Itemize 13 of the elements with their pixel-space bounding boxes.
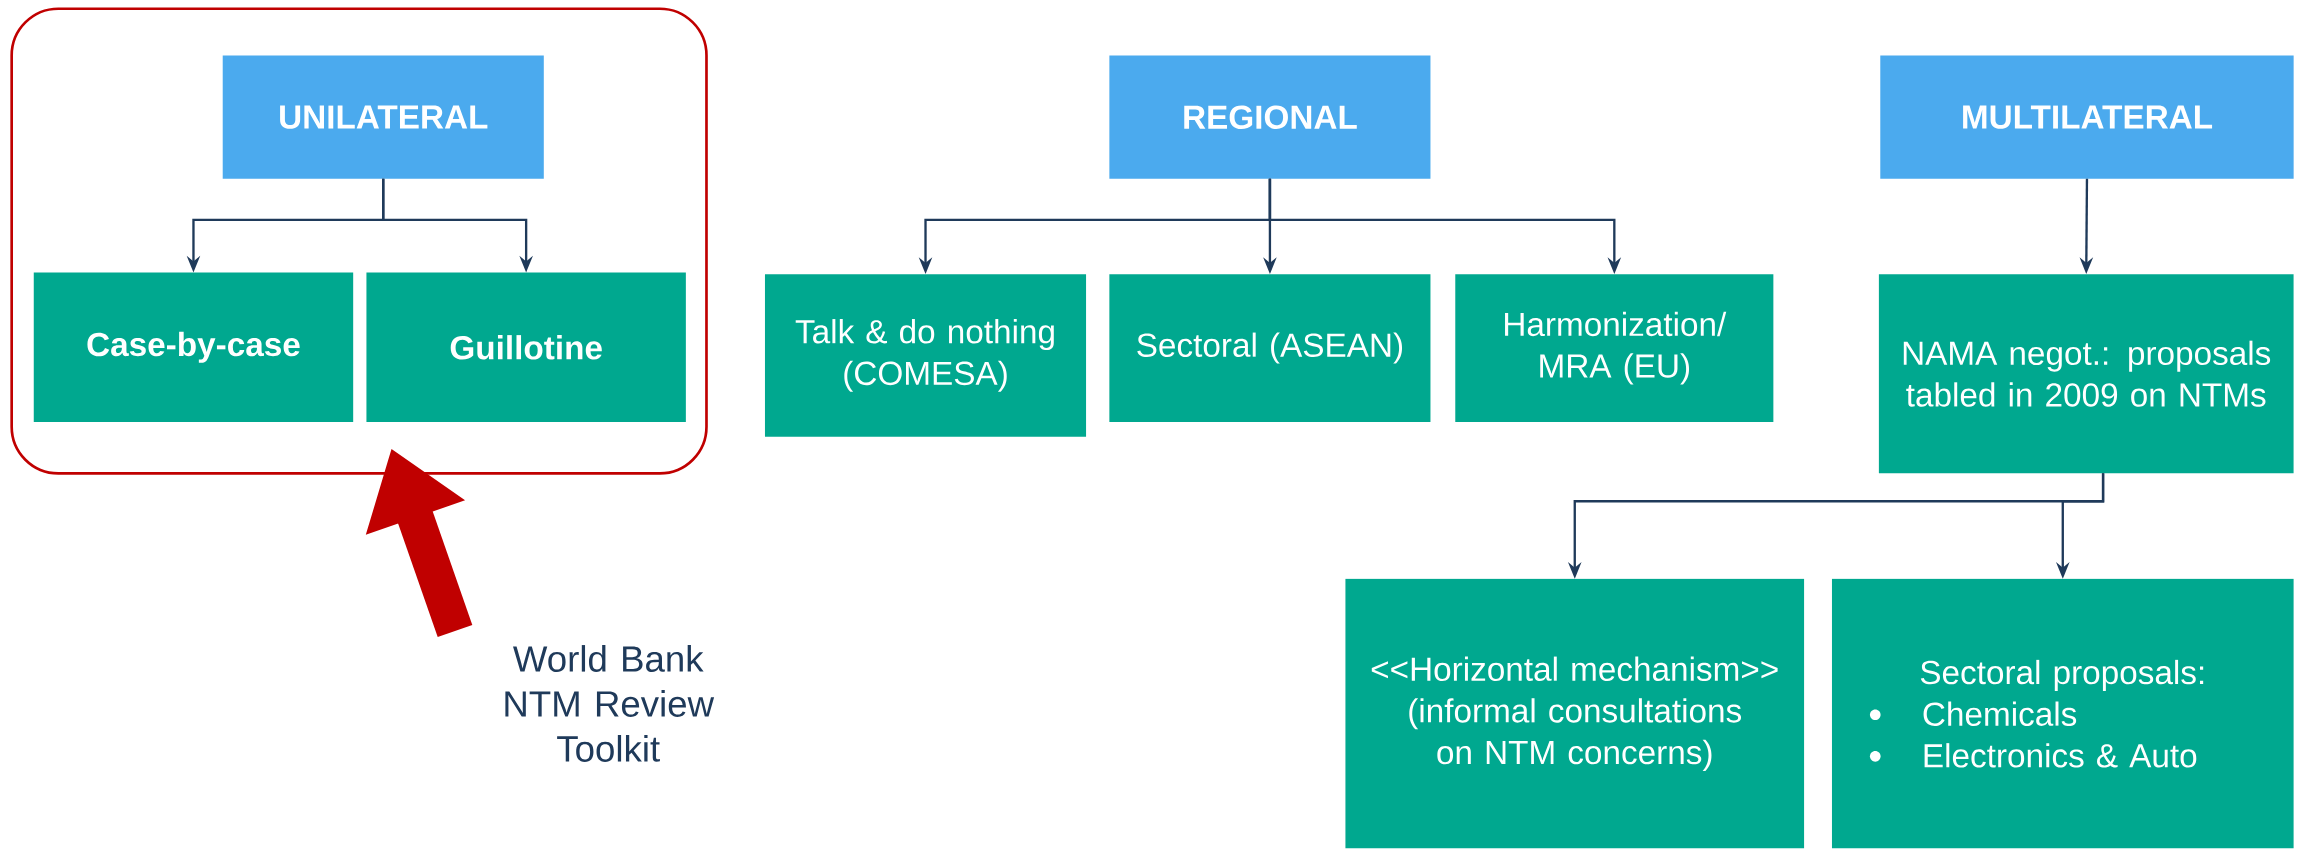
note-text: World Bank NTM Review Toolkit — [505, 645, 715, 763]
approach-box: Case-by-case — [33, 272, 354, 423]
approach-box: NAMA negot.: proposals tabled in 2009 on NTMs — [1878, 274, 2294, 474]
approach-box: Harmonization/ MRA (EU) — [1455, 274, 1774, 423]
category-box: REGIONAL — [1109, 55, 1431, 180]
approach-box: Talk & do nothing (COMESA) — [764, 274, 1087, 437]
approach-box: Sectoral (ASEAN) — [1109, 274, 1431, 423]
approach-box: Sectoral proposals: Chemicals Electronics & Auto — [1831, 579, 2294, 849]
category-box: MULTILATERAL — [1880, 55, 2294, 180]
approach-box: Guillotine — [366, 272, 686, 423]
approach-box: <<Horizontal mechanism>> (informal consultations on NTM concerns) — [1345, 579, 1805, 849]
group-frame — [10, 7, 708, 475]
category-box: UNILATERAL — [222, 55, 544, 180]
